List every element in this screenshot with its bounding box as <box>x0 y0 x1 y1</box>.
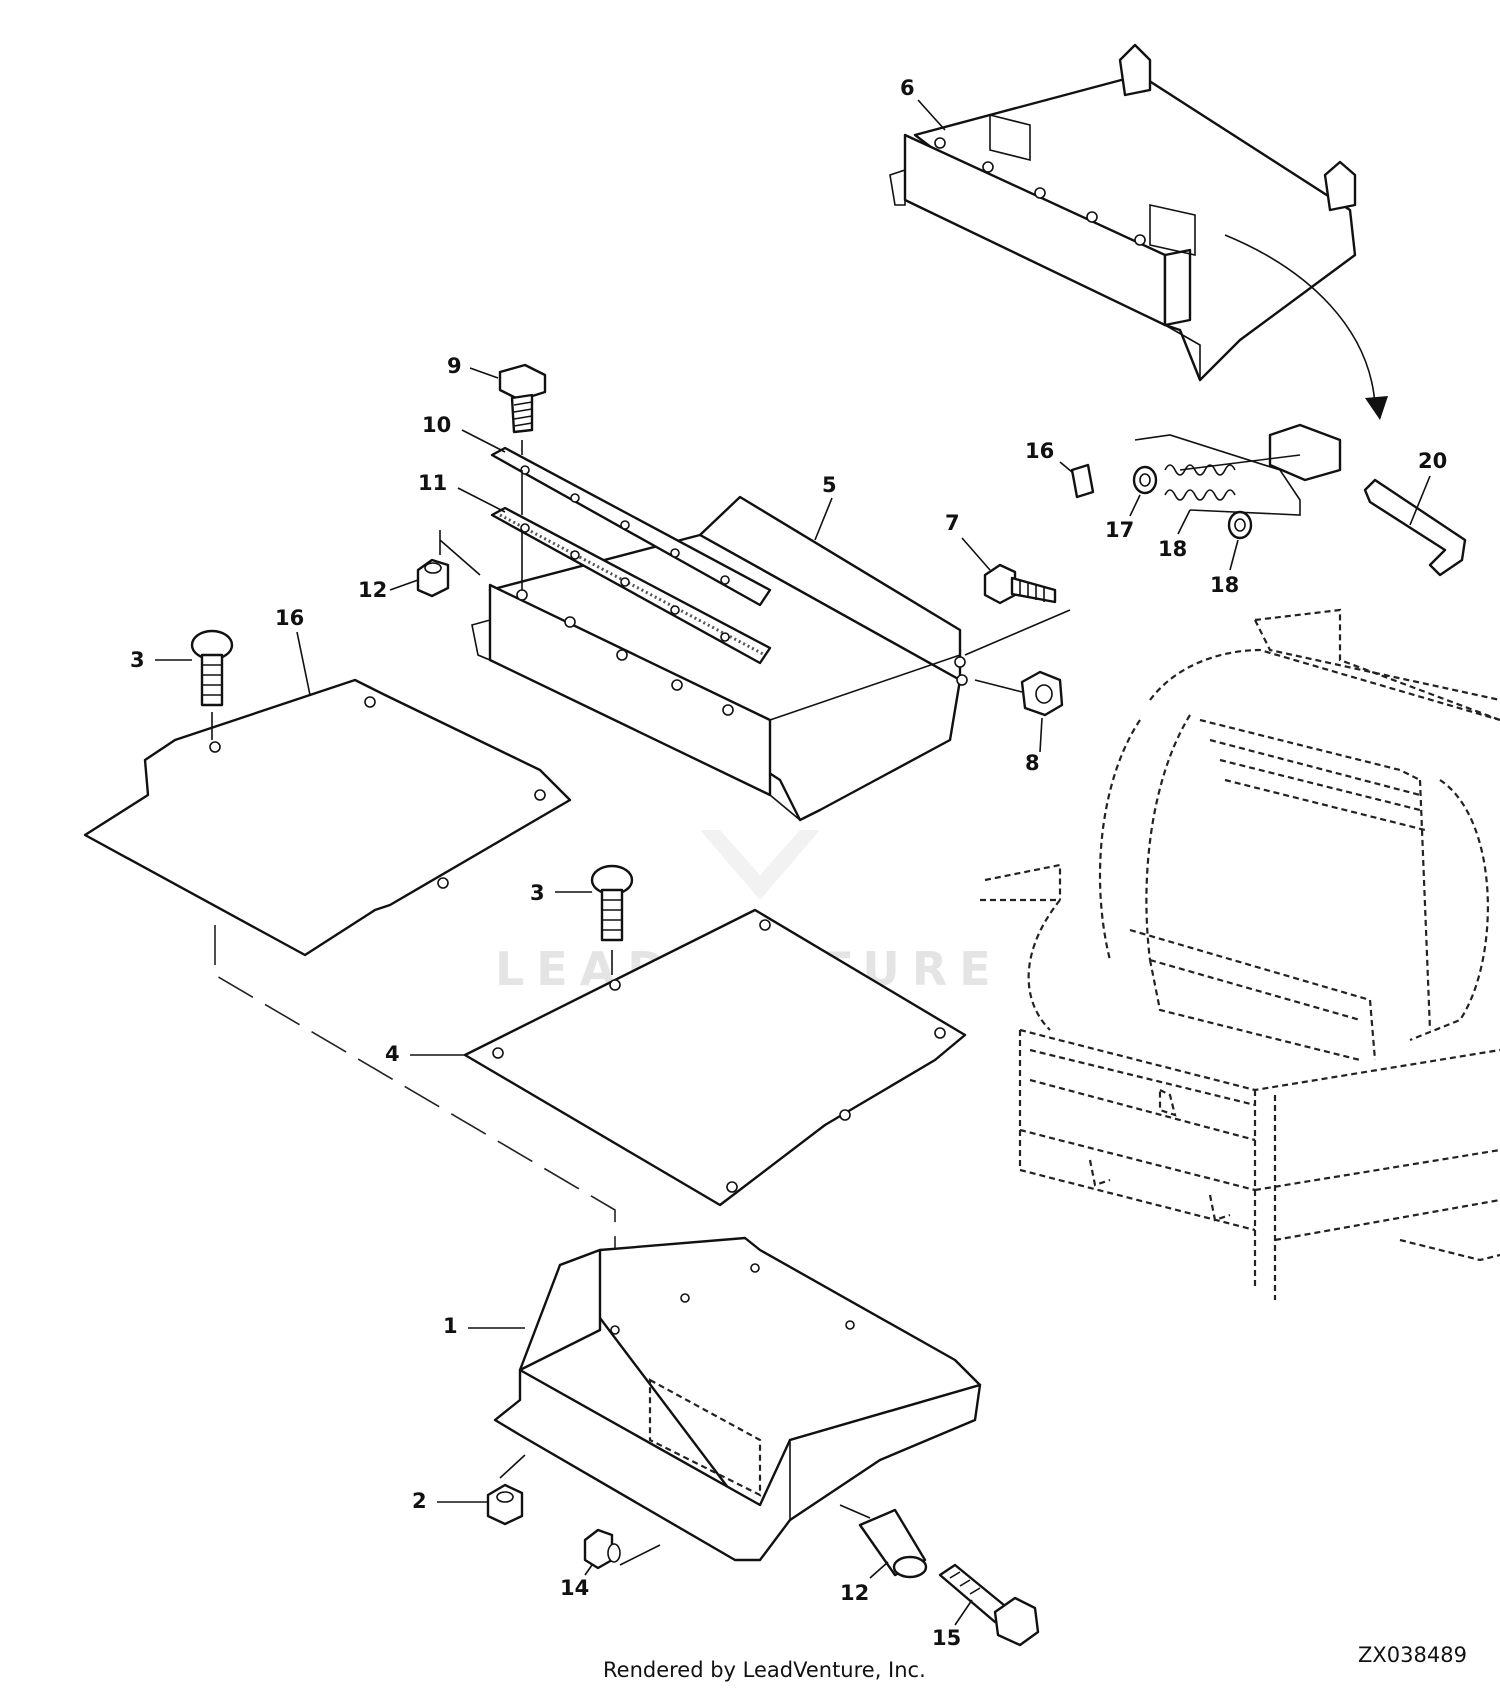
callout-3-left: 3 <box>130 648 145 672</box>
figure-id: ZX038489 <box>1358 1643 1467 1667</box>
part-2-nut <box>486 1454 526 1526</box>
callout-18-left: 17 <box>1105 518 1134 542</box>
part-1-chute <box>493 1236 982 1562</box>
callout-6: 6 <box>900 76 915 100</box>
callout-3-middle: 3 <box>530 881 545 905</box>
part-13-spacer <box>839 1504 928 1579</box>
callout-20: 20 <box>1418 449 1447 473</box>
part-5-chute <box>471 495 968 822</box>
latch-assembly <box>1070 423 1467 577</box>
callout-18-right: 18 <box>1210 573 1239 597</box>
part-6-tray <box>889 43 1388 420</box>
part-3-bolt-left <box>190 629 234 740</box>
part-12-nut <box>416 530 481 598</box>
tractor-body-phantom <box>980 608 1500 1300</box>
part-20-handle <box>1363 478 1467 577</box>
part-3-bolt-middle <box>590 864 634 975</box>
callout-12: 12 <box>358 578 387 602</box>
callout-11: 11 <box>418 471 447 495</box>
part-7-bolt <box>964 563 1071 656</box>
callout-9: 9 <box>447 354 462 378</box>
callout-19: 18 <box>1158 537 1187 561</box>
watermark-logo <box>700 830 820 900</box>
part-14-nut <box>583 1528 661 1570</box>
callout-7: 7 <box>945 511 960 535</box>
callout-labels: 6 9 10 11 5 7 12 16 3 8 16 17 18 18 20 3 <box>130 76 1447 1650</box>
callout-5: 5 <box>822 473 837 497</box>
callout-8: 8 <box>1025 751 1040 775</box>
callout-15: 15 <box>932 1626 961 1650</box>
footer-credit: Rendered by LeadVenture, Inc. <box>603 1658 926 1682</box>
part-16-plate <box>83 678 572 957</box>
part-9-bolt <box>498 363 547 590</box>
part-4-plate <box>463 908 967 1207</box>
callout-16: 16 <box>275 606 304 630</box>
callout-4: 4 <box>385 1042 400 1066</box>
callout-13: 12 <box>840 1581 869 1605</box>
callout-10: 10 <box>422 413 451 437</box>
part-8-nut <box>974 670 1064 717</box>
part-19-spring <box>1164 464 1236 476</box>
callout-17: 16 <box>1025 439 1054 463</box>
part-17-pin <box>1070 463 1095 499</box>
callout-1: 1 <box>443 1314 458 1338</box>
part-15-bolt <box>938 1563 1040 1647</box>
callout-14: 14 <box>560 1576 589 1600</box>
callout-2: 2 <box>412 1489 427 1513</box>
